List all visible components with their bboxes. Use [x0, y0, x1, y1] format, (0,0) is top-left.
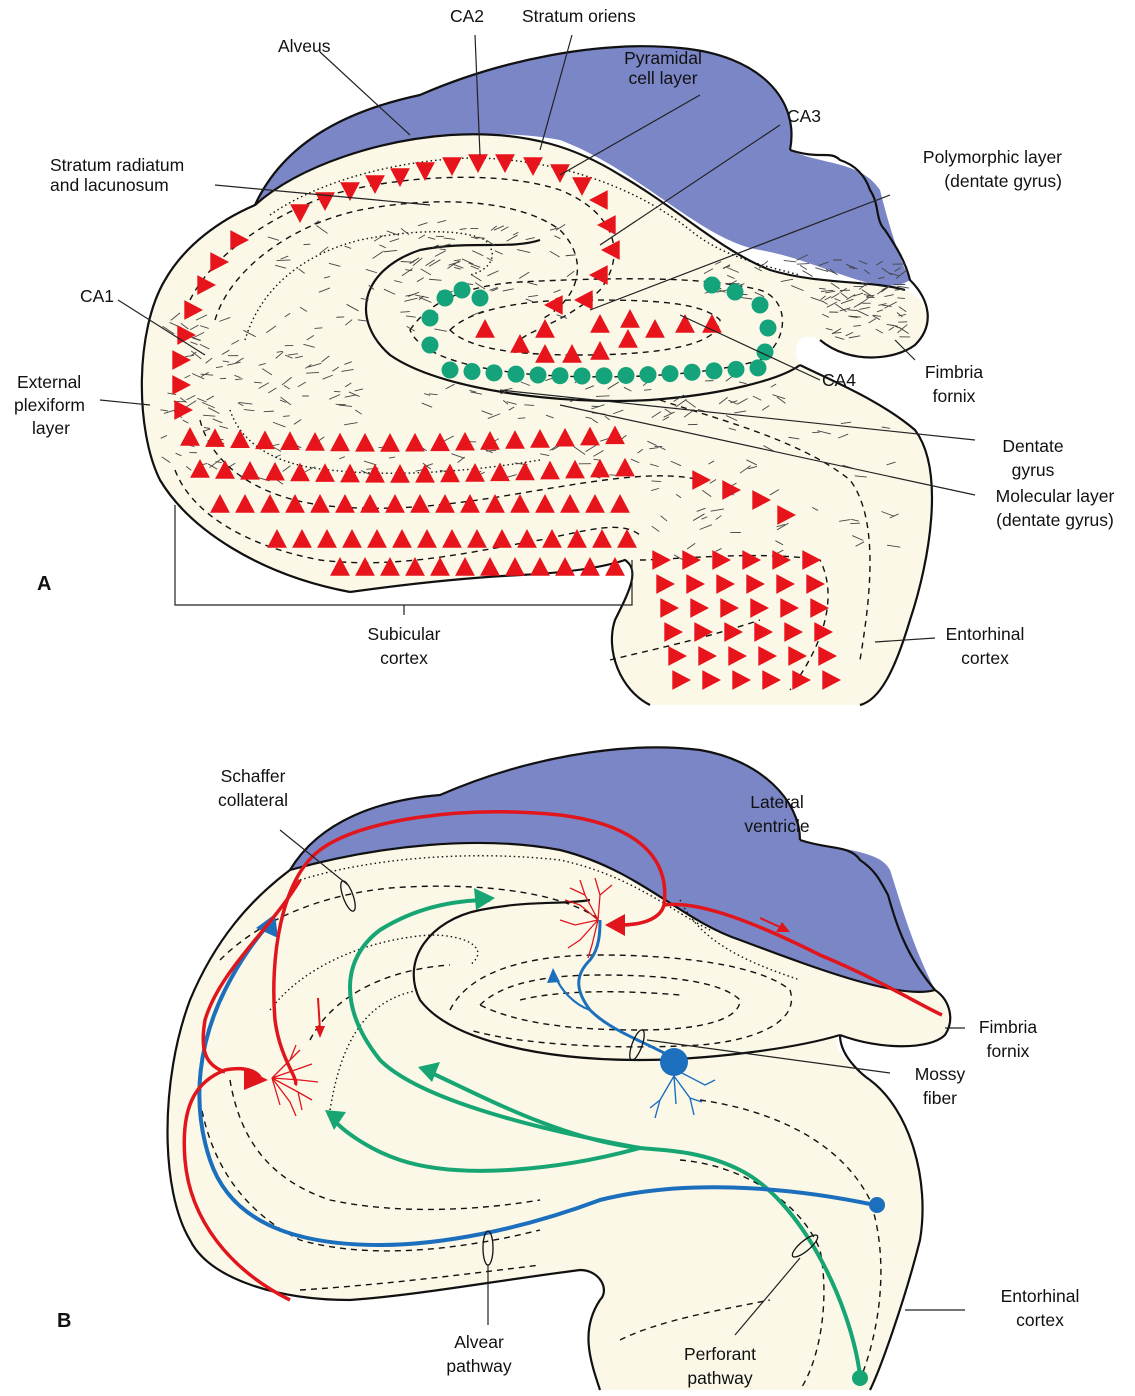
- label-alveus: Alveus: [278, 36, 331, 56]
- label-lateral-line2: ventricle: [744, 816, 809, 836]
- label-pyramidal-line1: Pyramidal: [624, 48, 702, 68]
- granule-cell-marker: [530, 367, 547, 384]
- label-polymorphic-line1: Polymorphic layer: [923, 147, 1062, 167]
- granule-cell-marker: [486, 364, 503, 381]
- granule-cell-marker: [618, 367, 635, 384]
- granule-cell-marker: [662, 365, 679, 382]
- fiber-hatch-stroke: [797, 264, 809, 265]
- label-entorhinal-line2-b: cortex: [1016, 1310, 1064, 1330]
- granule-cell-marker: [574, 367, 591, 384]
- granule-cell-marker: [422, 337, 439, 354]
- granule-cell-marker: [596, 367, 613, 384]
- label-lateral-line1: Lateral: [750, 792, 804, 812]
- label-perforant-line2: pathway: [687, 1368, 752, 1388]
- label-dentate-line2: gyrus: [1012, 460, 1055, 480]
- label-pyramidal-line2: cell layer: [628, 68, 697, 88]
- fiber-hatch-stroke: [315, 328, 323, 329]
- granule-cell-marker: [464, 363, 481, 380]
- granule-cell-marker: [422, 310, 439, 327]
- label-alvear-line2: pathway: [446, 1356, 511, 1376]
- perforant-cell-body: [852, 1370, 868, 1386]
- label-stratum-radiatum-line1: Stratum radiatum: [50, 155, 184, 175]
- granule-cell-marker: [640, 366, 657, 383]
- fiber-hatch-stroke: [524, 405, 534, 406]
- granule-cell-marker: [684, 364, 701, 381]
- granule-cell-marker: [728, 361, 745, 378]
- label-entorhinal-line1-b: Entorhinal: [1001, 1286, 1080, 1306]
- granule-cell-marker: [760, 320, 777, 337]
- fiber-hatch-stroke: [800, 265, 807, 269]
- label-ca3: CA3: [787, 106, 821, 126]
- label-entorhinal-line1-a: Entorhinal: [946, 624, 1025, 644]
- granule-cell-marker: [727, 284, 744, 301]
- label-stratum-radiatum-line2: and lacunosum: [50, 175, 169, 195]
- label-mossy-line2: fiber: [923, 1088, 957, 1108]
- label-entorhinal-line2-a: cortex: [961, 648, 1009, 668]
- label-ca1: CA1: [80, 286, 114, 306]
- fiber-hatch-stroke: [264, 411, 274, 412]
- granule-cell-marker: [472, 290, 489, 307]
- granule-cell-marker: [706, 362, 723, 379]
- label-molecular-line1: Molecular layer: [996, 486, 1115, 506]
- panel-b: Schaffer collateral Lateral ventricle Fi…: [57, 747, 1079, 1390]
- panel-letter-a: A: [37, 573, 51, 595]
- label-fimbria-line2-b: fornix: [987, 1041, 1030, 1061]
- label-ca4: CA4: [822, 370, 856, 390]
- label-schaffer-line2: collateral: [218, 790, 288, 810]
- granule-cell-marker: [508, 366, 525, 383]
- granule-cell-marker: [752, 297, 769, 314]
- granule-cell-marker: [552, 367, 569, 384]
- granule-cell-marker: [437, 290, 454, 307]
- label-ca2: CA2: [450, 6, 484, 26]
- label-perforant-line1: Perforant: [684, 1344, 756, 1364]
- alvear-cell-body: [869, 1197, 885, 1213]
- label-fimbria-line2-a: fornix: [933, 386, 976, 406]
- fiber-hatch-stroke: [802, 271, 812, 277]
- panel-letter-b: B: [57, 1310, 71, 1332]
- label-fimbria-line1-b: Fimbria: [979, 1017, 1038, 1037]
- label-schaffer-line1: Schaffer: [221, 766, 286, 786]
- fiber-hatch-stroke: [283, 416, 290, 417]
- granule-cell-marker: [704, 277, 721, 294]
- fiber-hatch-stroke: [596, 396, 610, 397]
- fiber-hatch-stroke: [518, 418, 525, 419]
- granule-cell-marker: [442, 362, 459, 379]
- label-mossy-line1: Mossy: [915, 1064, 966, 1084]
- panel-a: CA2 Stratum oriens Alveus Pyramidal cell…: [14, 6, 1114, 705]
- granule-cell-marker: [454, 282, 471, 299]
- fiber-hatch-stroke: [651, 481, 661, 482]
- label-molecular-line2: (dentate gyrus): [996, 510, 1114, 530]
- label-external-line2: plexiform: [14, 395, 85, 415]
- label-stratum-oriens: Stratum oriens: [522, 6, 636, 26]
- label-subicular-line1: Subicular: [368, 624, 441, 644]
- label-fimbria-line1-a: Fimbria: [925, 362, 984, 382]
- label-external-line1: External: [17, 372, 81, 392]
- label-polymorphic-line2: (dentate gyrus): [944, 171, 1062, 191]
- fiber-hatch-stroke: [784, 260, 796, 261]
- granule-cell-marker: [750, 359, 767, 376]
- label-subicular-line2: cortex: [380, 648, 428, 668]
- label-external-line3: layer: [32, 418, 70, 438]
- label-alvear-line1: Alvear: [454, 1332, 504, 1352]
- fiber-hatch-stroke: [644, 390, 651, 391]
- label-dentate-line1: Dentate: [1002, 436, 1063, 456]
